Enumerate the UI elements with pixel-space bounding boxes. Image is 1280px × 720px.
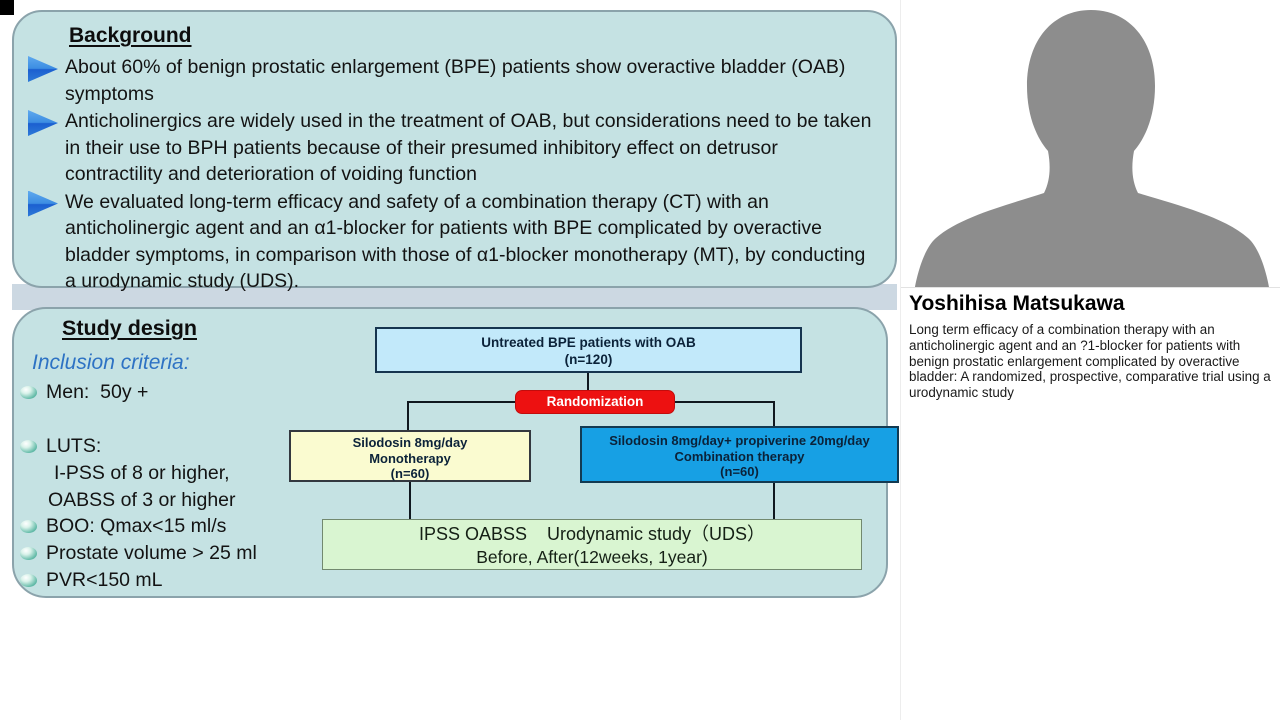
criteria-item-men: Men: 50y + <box>20 381 148 404</box>
background-bullet-text: About 60% of benign prostatic enlargemen… <box>65 56 846 105</box>
criteria-item-boo: BOO: Qmax<15 ml/s <box>20 515 226 538</box>
flow-box-line: IPSS OABSS Urodynamic study（UDS） <box>418 524 766 544</box>
connector-to-monotherapy <box>407 402 409 431</box>
flow-box-combination-therapy: Silodosin 8mg/day+ propiverine 20mg/day … <box>580 426 899 483</box>
background-bullet-2: Anticholinergics are widely used in the … <box>28 108 877 188</box>
criteria-item-ipss: I-PSS of 8 or higher, <box>54 462 230 485</box>
criteria-text: OABSS of 3 or higher <box>48 489 236 511</box>
person-silhouette-icon <box>915 10 1269 287</box>
flow-box-untreated-patients: Untreated BPE patients with OAB (n=120) <box>375 327 802 373</box>
inclusion-criteria-label: Inclusion criteria: <box>32 351 190 374</box>
background-section: Background About 60% of benign prostatic… <box>12 10 897 292</box>
speaker-info: Yoshihisa Matsukawa Long term efficacy o… <box>909 292 1277 401</box>
arrow-bullet-icon <box>28 56 58 82</box>
talk-title: Long term efficacy of a combination ther… <box>909 322 1271 401</box>
presentation-slide: Background About 60% of benign prostatic… <box>12 10 899 598</box>
criteria-text: PVR<150 mL <box>46 569 163 591</box>
criteria-text: LUTS: <box>46 435 102 457</box>
speaker-name: Yoshihisa Matsukawa <box>909 292 1125 315</box>
connector-to-combination <box>773 402 775 427</box>
background-bullet-text: Anticholinergics are widely used in the … <box>65 110 872 185</box>
flow-box-randomization: Randomization <box>515 390 675 414</box>
criteria-text: Men: 50y + <box>46 381 149 403</box>
sphere-bullet-icon <box>20 386 37 399</box>
study-design-title: Study design <box>62 316 197 340</box>
connector-top-to-randomization <box>587 373 589 393</box>
flow-box-line: (n=60) <box>390 466 430 481</box>
flow-box-line: Silodosin 8mg/day <box>352 435 468 450</box>
connector-mono-to-outcome <box>409 481 411 520</box>
sphere-bullet-icon <box>20 440 37 453</box>
background-bullet-3: We evaluated long-term efficacy and safe… <box>28 189 877 295</box>
criteria-item-oabss: OABSS of 3 or higher <box>48 489 236 512</box>
flow-box-line: Silodosin 8mg/day+ propiverine 20mg/day <box>609 433 870 448</box>
flow-box-line: Monotherapy <box>369 450 451 466</box>
study-design-section: Study design Inclusion criteria: Men: 50… <box>12 307 899 598</box>
arrow-bullet-icon <box>28 110 58 136</box>
connector-combo-to-outcome <box>773 482 775 520</box>
sphere-bullet-icon <box>20 547 37 560</box>
flow-box-line: Combination therapy <box>674 448 805 464</box>
flow-box-line: Before, After(12weeks, 1year) <box>476 547 708 567</box>
background-bullet-text: We evaluated long-term efficacy and safe… <box>65 190 866 293</box>
arrow-bullet-icon <box>28 190 58 217</box>
criteria-item-luts: LUTS: <box>20 435 101 458</box>
criteria-text: I-PSS of 8 or higher, <box>54 462 230 484</box>
speaker-panel: Yoshihisa Matsukawa Long term efficacy o… <box>900 0 1280 720</box>
criteria-text: Prostate volume > 25 ml <box>46 542 257 564</box>
speaker-avatar <box>901 0 1280 288</box>
sphere-bullet-icon <box>20 574 37 587</box>
flow-box-line: Untreated BPE patients with OAB <box>481 335 696 350</box>
criteria-item-prostate: Prostate volume > 25 ml <box>20 542 257 565</box>
flow-box-line: (n=120) <box>564 352 613 367</box>
flow-box-outcome-assessment: IPSS OABSS Urodynamic study（UDS） Before,… <box>322 519 862 570</box>
slide-gap-band <box>12 284 897 310</box>
background-bullet-1: About 60% of benign prostatic enlargemen… <box>28 54 877 107</box>
top-left-marker <box>0 0 14 15</box>
criteria-item-pvr: PVR<150 mL <box>20 569 163 592</box>
sphere-bullet-icon <box>20 520 37 533</box>
criteria-text: BOO: Qmax<15 ml/s <box>46 515 227 537</box>
flow-box-monotherapy: Silodosin 8mg/day Monotherapy (n=60) <box>289 430 531 482</box>
flow-box-line: (n=60) <box>720 464 759 479</box>
background-title: Background <box>69 24 192 47</box>
